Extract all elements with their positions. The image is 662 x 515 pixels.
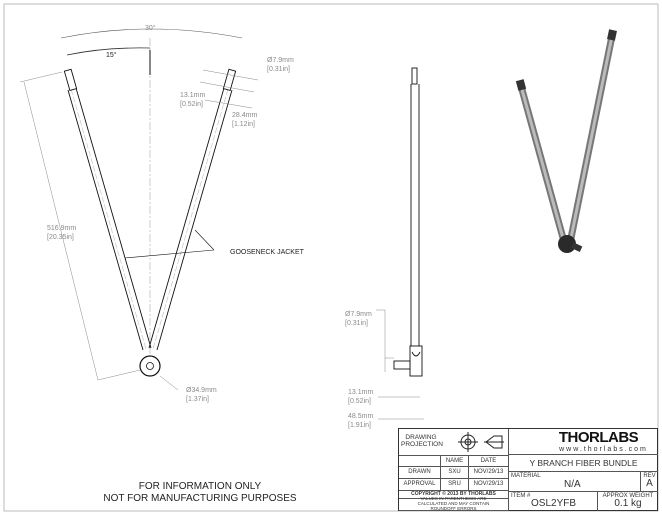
material-label: MATERIAL: [511, 473, 541, 479]
item-value: OSL2YFB: [531, 498, 577, 509]
approval-date: NOV/29/13: [469, 479, 509, 491]
disclaimer-note: FOR INFORMATION ONLY NOT FOR MANUFACTURI…: [100, 481, 300, 505]
front-view: [19, 28, 259, 391]
isometric-render: [515, 29, 617, 253]
hub-width-in: [1.91in]: [348, 422, 371, 429]
name-header: NAME: [441, 456, 469, 467]
approval-label: APPROVAL: [399, 479, 441, 491]
angle-15-label: 15°: [106, 51, 117, 59]
tip-diameter-in: [0.31in]: [267, 66, 290, 73]
projection-cell: DRAWING PROJECTION: [399, 429, 509, 456]
thorlabs-logo: THORLABS www.thorlabs.com: [509, 429, 658, 455]
ferrule-length-mm: 13.1mm: [180, 92, 205, 99]
projection-label: DRAWING PROJECTION: [401, 434, 443, 448]
right-arm: [148, 68, 237, 351]
rev-label: REV: [643, 473, 656, 479]
connector-length-mm: 28.4mm: [232, 112, 257, 119]
overall-length-mm: 516.9mm: [47, 225, 76, 232]
item-label: ITEM #: [511, 493, 531, 499]
drawn-name: SXU: [441, 467, 469, 479]
connector-length-in: [1.12in]: [232, 121, 255, 128]
rev-value: A: [646, 478, 653, 490]
ferrule-length-in: [0.52in]: [180, 101, 203, 108]
overall-length-in: [20.35in]: [47, 234, 74, 241]
rounding-disclaimer: VALUES IN PARENTHESIS ARE CALCULATED AND…: [399, 497, 509, 511]
material-value: N/A: [564, 479, 581, 490]
drawn-label: DRAWN: [399, 467, 441, 479]
stub-diameter-in: [0.31in]: [345, 320, 368, 327]
item-cell: ITEM # OSL2YFB: [509, 492, 598, 511]
third-angle-projection-icon: [458, 432, 504, 452]
date-header: DATE: [469, 456, 509, 467]
weight-cell: APPROX WEIGHT 0.1 kg: [598, 492, 658, 511]
hub-diameter-mm: Ø34.9mm: [186, 387, 217, 394]
note-line-1: FOR INFORMATION ONLY: [138, 481, 262, 492]
gooseneck-callout: GOOSENECK JACKET: [230, 249, 305, 256]
tip-diameter-mm: Ø7.9mm: [267, 57, 294, 64]
angle-30-label: 30°: [145, 24, 156, 32]
title-block: DRAWING PROJECTION NAME DATE DRAWN SXU N…: [398, 428, 658, 511]
note-line-2: NOT FOR MANUFACTURING PURPOSES: [103, 493, 297, 504]
stub-diameter-mm: Ø7.9mm: [345, 311, 372, 318]
stub-length-mm: 13.1mm: [348, 389, 373, 396]
website: www.thorlabs.com: [559, 445, 648, 453]
hub-width-mm: 48.5mm: [348, 413, 373, 420]
weight-value: 0.1 kg: [614, 498, 642, 510]
drawing-title: Y BRANCH FIBER BUNDLE: [509, 455, 658, 472]
stub-length-in: [0.52in]: [348, 398, 371, 405]
left-arm: [63, 68, 152, 351]
hub: [139, 355, 161, 377]
material-cell: MATERIAL N/A: [509, 472, 641, 492]
drawn-date: NOV/29/13: [469, 467, 509, 479]
sheet-border: [3, 3, 659, 512]
copyright: COPYRIGHT © 2013 BY THORLABS: [399, 491, 509, 499]
logo-text: THORLABS: [558, 428, 639, 446]
approval-name: SRU: [441, 479, 469, 491]
rev-cell: REV A: [641, 472, 658, 492]
hub-diameter-in: [1.37in]: [186, 396, 209, 403]
weight-label: APPROX WEIGHT: [602, 493, 654, 499]
side-view: [376, 67, 424, 420]
